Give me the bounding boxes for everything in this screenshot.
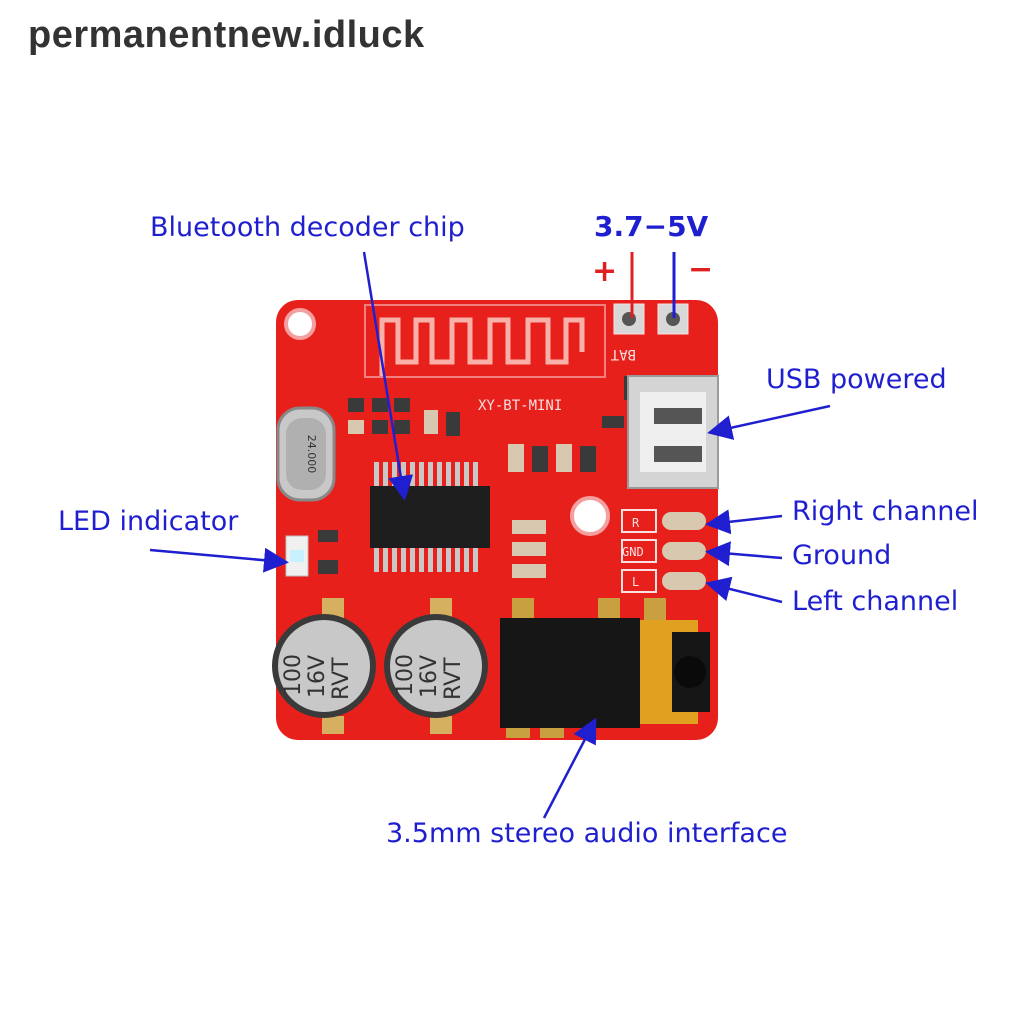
battery-plus-hole <box>622 312 636 326</box>
led-lens <box>290 550 304 562</box>
arrow-ground <box>705 541 783 567</box>
cap-left-line2: 16V <box>305 655 330 698</box>
watermark-text: permanentnew.idluck <box>28 14 425 56</box>
right-channel-label: Right channel <box>792 496 979 527</box>
plus-sign: + <box>592 254 618 289</box>
capacitor-right: 100 16V RVT <box>384 598 488 734</box>
capacitor-left: 100 16V RVT <box>272 598 376 734</box>
antenna-area <box>364 304 606 378</box>
mounting-hole <box>284 308 316 340</box>
voltage-label: 3.7−5V <box>594 210 709 243</box>
battery-minus-hole <box>666 312 680 326</box>
audio-output-pads <box>621 509 706 593</box>
audio-jack <box>500 598 710 738</box>
arrow-usb <box>707 404 831 440</box>
cap-left-line3: RVT <box>329 657 354 700</box>
bluetooth-chip-label: Bluetooth decoder chip <box>150 212 465 243</box>
cap-right-line3: RVT <box>441 657 466 700</box>
center-hole <box>570 496 610 536</box>
audio-interface-label: 3.5mm stereo audio interface <box>386 818 788 849</box>
arrow-right-channel <box>705 509 783 535</box>
crystal-label: 24.000 <box>305 435 318 474</box>
ground-label: Ground <box>792 540 892 571</box>
arrow-chip <box>362 251 414 501</box>
cap-right-line1: 100 <box>393 654 418 696</box>
arrow-left-channel <box>705 576 783 604</box>
bat-silk-text: BAT <box>610 346 636 362</box>
annotation-arrows <box>149 251 831 819</box>
pad-gnd-label: GND <box>622 545 644 559</box>
usb-powered-label: USB powered <box>766 364 947 395</box>
minus-sign: − <box>688 252 714 287</box>
smd-components <box>318 376 638 578</box>
arrow-led <box>149 547 289 573</box>
crystal-top <box>286 418 326 490</box>
led-indicator-label: LED indicator <box>58 506 239 537</box>
pad-l-label: L <box>632 575 639 589</box>
cap-right-line2: 16V <box>417 655 442 698</box>
pad-r-label: R <box>632 516 640 530</box>
antenna-trace <box>379 317 585 376</box>
board-model-text: XY-BT-MINI <box>478 398 562 414</box>
left-channel-label: Left channel <box>792 586 959 617</box>
cap-left-line1: 100 <box>281 654 306 696</box>
arrow-audio-jack <box>542 717 597 819</box>
micro-usb-port <box>627 375 719 489</box>
